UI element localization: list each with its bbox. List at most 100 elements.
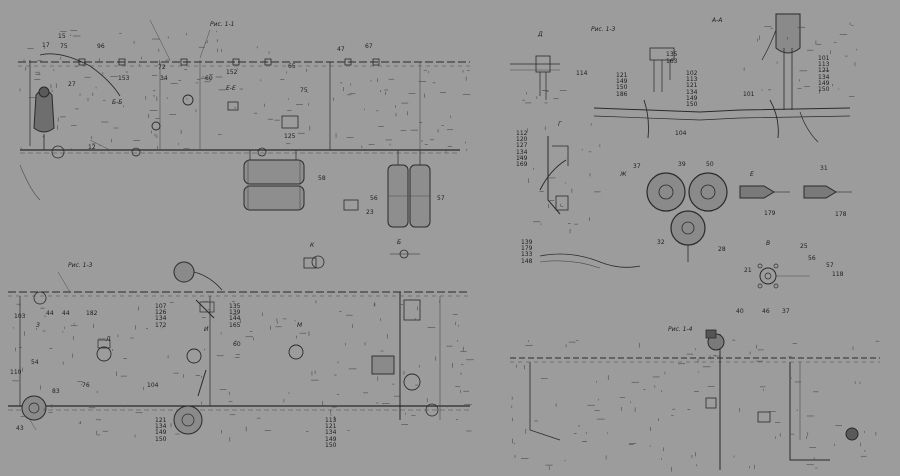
view-letter-g: Г — [558, 121, 562, 128]
leader-line — [149, 19, 171, 61]
hose-path — [643, 99, 649, 139]
section-label-aa: А-А — [712, 17, 723, 24]
bracket-plate — [552, 145, 569, 166]
drain-hose — [19, 164, 41, 201]
callout-number: 12 — [88, 144, 96, 151]
hose-path — [197, 369, 207, 397]
callout-number: 17 — [42, 42, 50, 49]
cylinder-body — [775, 13, 801, 54]
hose-path — [799, 111, 819, 143]
callout-number: 75 — [60, 43, 68, 50]
valve-block — [118, 58, 126, 66]
callout-number: 65 — [288, 63, 296, 70]
section-label-bb: Б-Б — [112, 99, 123, 106]
hub-bolt — [773, 283, 779, 289]
hose-path — [769, 99, 779, 139]
valve-block — [372, 58, 380, 66]
brake-drum-hub — [658, 184, 674, 200]
callout-number: 28 — [718, 246, 726, 253]
valve-block — [535, 55, 551, 73]
valve-block — [403, 299, 421, 321]
callout-number: 25 — [800, 243, 808, 250]
vertical-pipe — [789, 362, 830, 461]
brake-drum — [173, 405, 203, 435]
callout-number: 21 — [744, 267, 752, 274]
hub-bolt — [757, 283, 763, 289]
callout-number: 54 — [31, 359, 39, 366]
valve-block — [199, 301, 215, 313]
valve-block — [705, 397, 717, 409]
callout-number: 43 — [16, 425, 24, 432]
wheel-brake-chamber — [257, 147, 267, 157]
callout-number: 153 — [118, 75, 130, 82]
callout-number: 44 — [62, 310, 70, 317]
callout-number: 104 — [675, 130, 687, 137]
valve-block — [78, 58, 86, 66]
hose-path — [39, 53, 121, 97]
figure-ref-1: Рис. 1-1 — [210, 21, 235, 28]
valve-symbol — [425, 403, 439, 417]
hub-center — [764, 272, 772, 280]
leader-line — [89, 139, 111, 151]
valve-symbol — [403, 373, 421, 391]
tank-pipe — [249, 150, 297, 160]
view-letter-z: З — [36, 322, 40, 329]
hose-path — [539, 159, 567, 191]
callout-number: 125 — [284, 133, 296, 140]
wheel-brake-chamber — [131, 147, 141, 157]
valve-symbol — [33, 291, 47, 305]
callout-number: 32 — [657, 239, 665, 246]
brake-drum — [21, 395, 47, 421]
leader-line — [199, 29, 211, 59]
callout-number: 75 — [300, 87, 308, 94]
brake-drum — [646, 172, 686, 212]
frame-beam — [593, 107, 851, 113]
hose-path — [539, 260, 601, 269]
brake-drum — [670, 210, 706, 246]
callout-number: 182 — [86, 310, 98, 317]
valve-block — [343, 199, 359, 211]
callout-number: 118 — [832, 271, 844, 278]
callout-number: 178 — [835, 211, 847, 218]
callout-number: 37 — [782, 308, 790, 315]
leader-line — [57, 271, 71, 293]
view-letter-v: В — [766, 240, 771, 247]
hose-path — [539, 253, 641, 268]
valve-symbol — [311, 255, 325, 269]
valve-symbol — [288, 344, 304, 360]
view-letter-d: Д — [538, 31, 543, 38]
view-letter-m: М — [297, 322, 303, 329]
callout-stack: 112 120 127 134 149 169 — [516, 130, 528, 169]
brake-drum-hub — [681, 221, 695, 235]
callout-stack: 107 126 134 172 — [155, 303, 167, 329]
callout-number: 39 — [678, 161, 686, 168]
callout-number: 56 — [808, 255, 816, 262]
brake-drum — [688, 172, 728, 212]
view-letter-k: К — [310, 242, 315, 249]
callout-stack: 135 139 144 165 — [229, 303, 241, 329]
valve-block — [232, 58, 240, 66]
callout-number: 23 — [366, 209, 374, 216]
callout-number: 46 — [762, 308, 770, 315]
air-tank — [243, 185, 305, 211]
callout-number: 163 — [666, 58, 678, 65]
callout-number: 50 — [706, 161, 714, 168]
callout-number: 76 — [82, 382, 90, 389]
callout-number: 27 — [68, 81, 76, 88]
valve-block — [97, 339, 111, 349]
pipe-fitting — [739, 185, 775, 199]
callout-number: 60 — [205, 75, 213, 82]
hub-bolt — [757, 263, 763, 269]
callout-stack: 121 134 149 150 — [155, 417, 167, 443]
callout-stack: 101 113 121 134 149 150 — [818, 55, 830, 94]
vertical-pipe — [653, 60, 671, 92]
callout-number: 37 — [633, 163, 641, 170]
valve-block — [264, 58, 272, 66]
valve-symbol — [186, 348, 202, 364]
valve-block — [705, 329, 717, 339]
callout-number: 110 — [10, 369, 22, 376]
regulator-box — [227, 101, 239, 111]
hose-path — [761, 29, 777, 61]
section-label-ee: Е-Е — [226, 85, 236, 92]
